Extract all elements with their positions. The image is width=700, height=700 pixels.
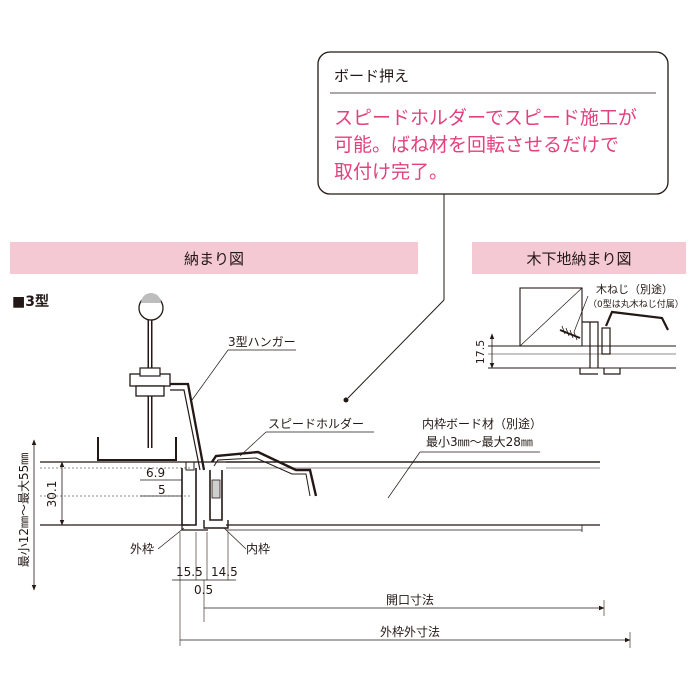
dim-30-1: 30.1 <box>45 481 59 508</box>
header-main: 納まり図 <box>10 242 418 274</box>
type-label: ■3型 <box>12 293 49 310</box>
dim-17-5: 17.5 <box>474 340 487 365</box>
wood-mount-diagram: 17.5 木ねじ（別途） （0型は丸木ねじ付属） <box>474 282 684 375</box>
inner-board-range: 最小3㎜～最大28㎜ <box>426 435 533 449</box>
callout-line-1: スピードホルダーでスピード施工が <box>334 107 637 129</box>
callout-line-3: 取付け完了。 <box>334 161 448 183</box>
main-section-diagram: 最小12㎜～最大55㎜ 30.1 6.9 5 15.5 14.5 0.5 開口寸… <box>17 293 631 648</box>
dim-5: 5 <box>158 483 166 497</box>
dim-0-5: 0.5 <box>194 583 213 597</box>
dim-14-5: 14.5 <box>211 565 238 579</box>
vertical-range-label: 最小12㎜～最大55㎜ <box>17 453 31 568</box>
header-wood: 木下地納まり図 <box>472 242 686 274</box>
callout-line-2: 可能。ばね材を回転させるだけで <box>334 134 619 156</box>
callout-title: ボード押え <box>334 67 409 85</box>
wood-screw-label: 木ねじ（別途） <box>596 282 673 296</box>
header-wood-label: 木下地納まり図 <box>526 250 631 268</box>
dim-15-5: 15.5 <box>176 565 203 579</box>
header-main-label: 納まり図 <box>184 250 244 268</box>
speed-holder-label: スピードホルダー <box>268 416 364 431</box>
inner-board-label: 内枠ボード材（別途） <box>422 416 542 431</box>
wood-screw-note: （0型は丸木ねじ付属） <box>588 298 684 310</box>
dim-6-9: 6.9 <box>146 466 165 480</box>
callout-box: ボード押え スピードホルダーでスピード施工が 可能。ばね材を回転させるだけで 取… <box>317 51 669 403</box>
hanger-label: 3型ハンガー <box>228 335 296 349</box>
outer-frame-label: 外枠 <box>130 542 154 556</box>
inner-frame-label: 内枠 <box>246 542 270 556</box>
outer-size-label: 外枠外寸法 <box>380 625 440 639</box>
opening-size-label: 開口寸法 <box>386 593 434 607</box>
